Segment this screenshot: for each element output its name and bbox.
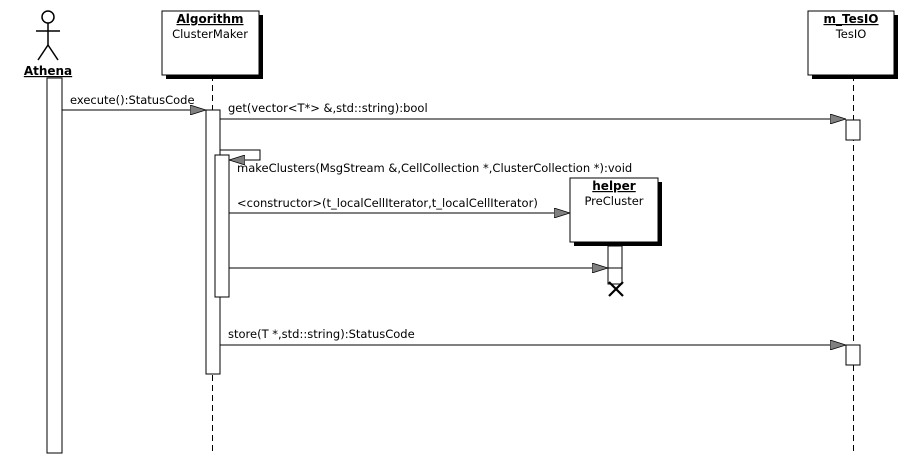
activation-precluster-end bbox=[607, 267, 623, 285]
lifelines bbox=[212, 75, 854, 455]
object-box-tesio: m_TesIO TesIO bbox=[807, 10, 898, 79]
activation-tesio-store bbox=[845, 344, 861, 366]
actor-name: Athena bbox=[24, 64, 72, 78]
destroy-x-icon bbox=[608, 281, 624, 297]
message-execute: execute():StatusCode bbox=[62, 93, 206, 110]
activation-bars bbox=[46, 77, 861, 454]
message-make-clusters: makeClusters(MsgStream &,CellCollection … bbox=[220, 149, 632, 175]
message-label: makeClusters(MsgStream &,CellCollection … bbox=[237, 161, 632, 175]
activation-clustermaker-inner bbox=[214, 154, 230, 298]
object-box-precluster: helper PreCluster bbox=[569, 177, 662, 246]
message-label: <constructor>(t_localCellIterator,t_loca… bbox=[237, 196, 538, 210]
activation-precluster bbox=[607, 245, 623, 269]
message-label: execute():StatusCode bbox=[70, 93, 195, 107]
message-get: get(vector<T*> &,std::string):bool bbox=[220, 101, 846, 119]
actor-athena: Athena bbox=[24, 10, 72, 78]
message-store: store(T *,std::string):StatusCode bbox=[220, 327, 846, 345]
object-box-clustermaker: Algorithm ClusterMaker bbox=[161, 10, 263, 79]
object-class: PreCluster bbox=[584, 194, 643, 208]
object-class: TesIO bbox=[835, 27, 867, 41]
object-class: ClusterMaker bbox=[172, 27, 248, 41]
message-constructor: <constructor>(t_localCellIterator,t_loca… bbox=[229, 196, 570, 213]
object-name: m_TesIO bbox=[823, 12, 878, 27]
stick-figure-icon bbox=[36, 10, 60, 61]
object-name: helper bbox=[592, 179, 636, 193]
message-label: store(T *,std::string):StatusCode bbox=[228, 327, 415, 341]
message-label: get(vector<T*> &,std::string):bool bbox=[228, 101, 428, 115]
object-name: Algorithm bbox=[176, 12, 243, 26]
activation-athena bbox=[46, 77, 63, 454]
activation-tesio-get bbox=[845, 119, 861, 141]
